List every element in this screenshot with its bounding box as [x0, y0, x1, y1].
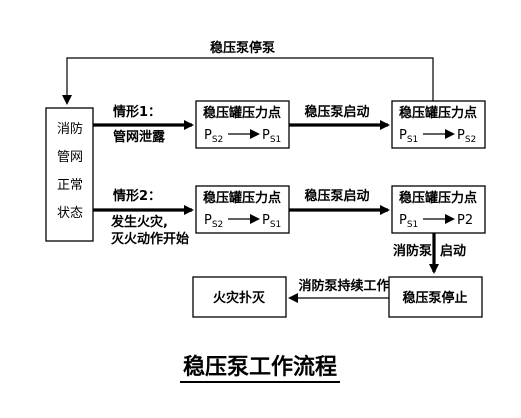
down-label-a: 消防泵: [393, 243, 432, 259]
case1-pump-label: 稳压泵启动: [304, 104, 369, 120]
case2-tank-from: PS2: [204, 213, 223, 230]
case2-desc-line2: 灭火动作开始: [110, 231, 189, 247]
case1-tank2-from: PS1: [399, 128, 418, 145]
case1-tank2-to: PS2: [457, 128, 476, 145]
state-line-2: 管网: [57, 150, 83, 165]
case2-tank2-title: 稳压罐压力点: [399, 190, 477, 206]
case2-tank2-from: PS1: [399, 213, 418, 230]
down-label-b: 启动: [440, 243, 466, 259]
fire-out-label: 火灾扑灭: [213, 290, 266, 306]
fire-out-box: [192, 276, 287, 318]
top-loop-label: 稳压泵停泵: [210, 40, 275, 56]
case2-desc-line1: 发生火灾,: [110, 214, 168, 230]
case2-tank-title: 稳压罐压力点: [203, 190, 281, 206]
case1-tank-box-2: [391, 100, 486, 149]
case1-tank-box: [195, 100, 290, 149]
stop-box-label: 稳压泵停止: [402, 290, 467, 306]
case2-pump-label: 稳压泵启动: [304, 188, 369, 204]
continue-label: 消防泵持续工作: [298, 278, 389, 294]
state-line-3: 正常: [57, 178, 83, 193]
state-line-4: 状态: [57, 206, 83, 221]
case2-title: 情形2：: [113, 188, 161, 204]
case1-tank-to: PS1: [262, 128, 281, 145]
case2-tank-box: [195, 185, 290, 234]
case2-tank-to: PS1: [262, 213, 281, 230]
case1-tank-title: 稳压罐压力点: [203, 105, 281, 121]
case1-title: 情形1：: [113, 104, 161, 120]
case1-desc: 管网泄露: [113, 129, 166, 145]
case2-tank2-to: P2: [457, 213, 473, 228]
case2-tank-box-2: [391, 185, 486, 234]
normal-state-box: [45, 107, 94, 242]
stabilizer-stop-box: [388, 276, 483, 318]
feedback-loop-line: [62, 57, 434, 105]
case1-tank-from: PS2: [204, 128, 223, 145]
page-title: 稳压泵工作流程: [183, 354, 337, 380]
case1-tank2-title: 稳压罐压力点: [399, 105, 477, 121]
state-line-1: 消防: [57, 121, 83, 137]
